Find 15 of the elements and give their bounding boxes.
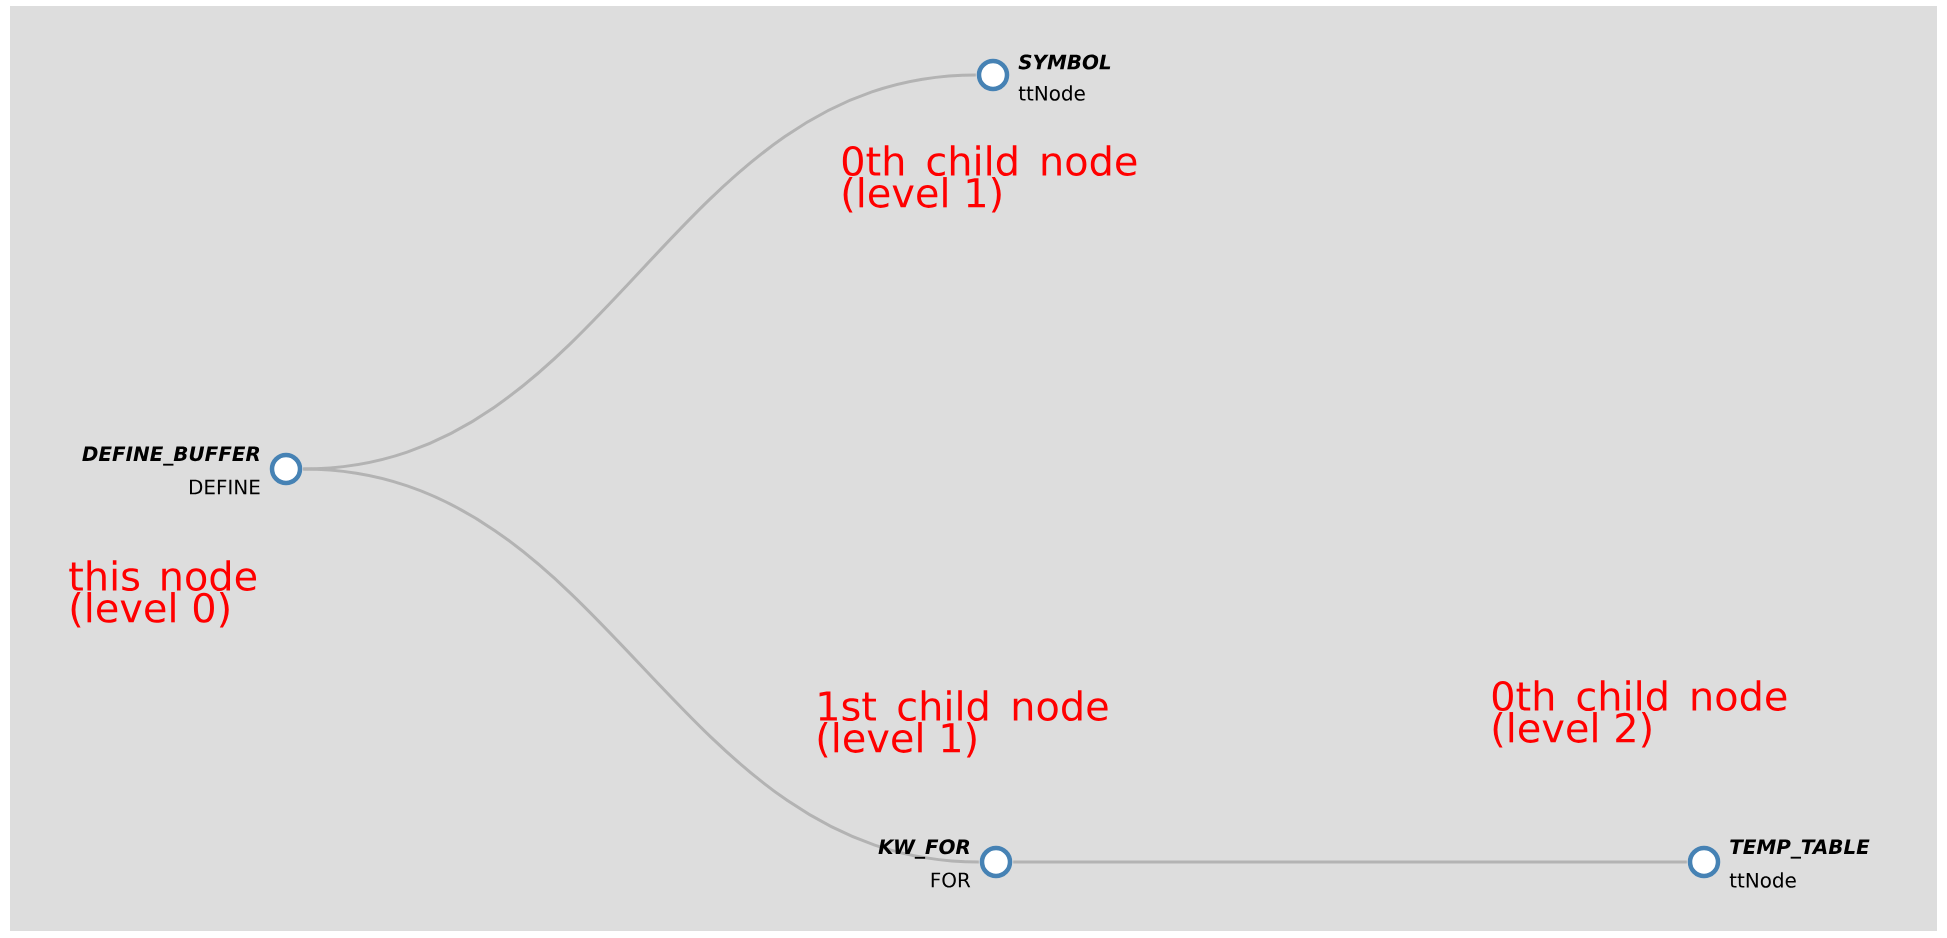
node-name: KW_FOR xyxy=(878,839,970,859)
annotation: 0th child node (level 1) xyxy=(842,145,1137,213)
connector-line xyxy=(1013,860,1687,864)
node-type: ttNode xyxy=(1018,85,1085,101)
node-type: ttNode xyxy=(1729,872,1796,888)
annotation: 1st child node (level 1) xyxy=(818,690,1108,758)
annotation: this node (level 0) xyxy=(69,560,256,628)
connector-line xyxy=(303,73,976,471)
node-name: DEFINE_BUFFER xyxy=(82,446,260,466)
node-name: TEMP_TABLE xyxy=(1730,839,1870,859)
annotation: 0th child node (level 2) xyxy=(1492,680,1787,748)
node-name: SYMBOL xyxy=(1018,54,1111,70)
connector-line xyxy=(303,467,979,864)
node-type: FOR xyxy=(931,872,971,888)
node-type: DEFINE xyxy=(190,479,260,495)
